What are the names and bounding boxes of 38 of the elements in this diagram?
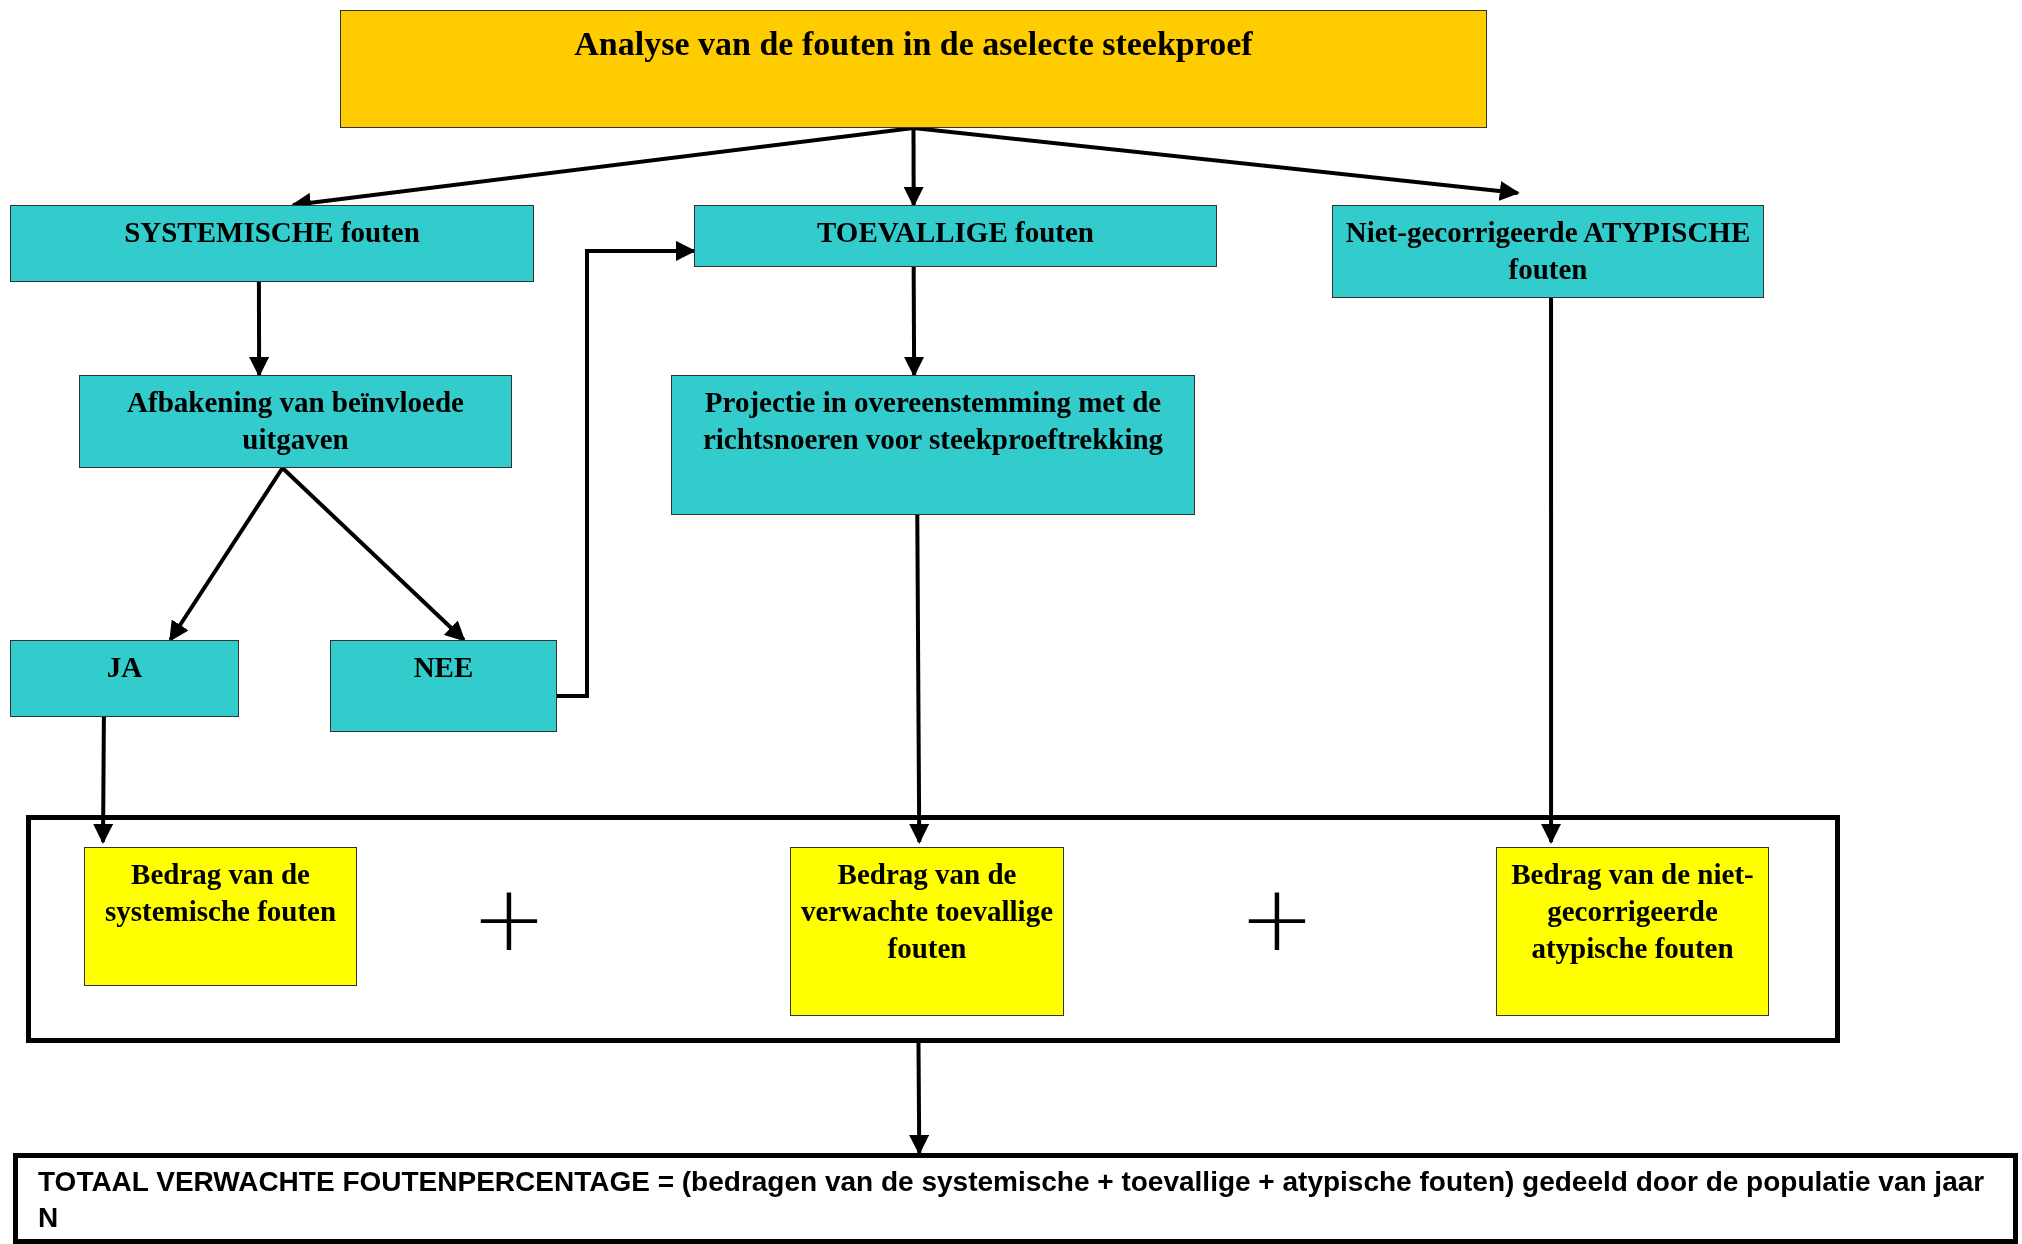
plus-sign: + [1239, 874, 1315, 964]
node-text: JA [105, 650, 144, 685]
node-text: Bedrag van de systemische fouten [103, 857, 338, 929]
group-frame [26, 815, 1840, 1043]
node-text: TOTAAL VERWACHTE FOUTENPERCENTAGE = (bedragen van de systemische + toevallige + atypische fouten) gedeeld door de populatie van jaar N [38, 1165, 1986, 1235]
node-text: Bedrag van de verwachte toevallige fouten [799, 857, 1054, 966]
amount-box [1496, 847, 1769, 1016]
arrow [909, 1043, 930, 1155]
amount-box [84, 847, 357, 986]
arrow [281, 466, 466, 642]
arrow [903, 128, 924, 207]
node-text: Bedrag van de niet-gecorrigeerde atypische fouten [1510, 857, 1755, 966]
arrow [904, 267, 925, 377]
process-box [10, 205, 534, 282]
node-text: SYSTEMISCHE fouten [123, 215, 421, 250]
node-text: NEE [412, 650, 475, 685]
node-text: Analyse van de fouten in de aselecte steekproef [573, 25, 1254, 62]
plus-sign: + [471, 874, 547, 964]
node-text: TOEVALLIGE fouten [816, 215, 1095, 250]
process-box [671, 375, 1195, 515]
process-box [10, 640, 239, 717]
amount-box [790, 847, 1064, 1016]
arrow [249, 282, 270, 377]
arrow [1541, 298, 1562, 844]
arrow [913, 126, 1520, 201]
arrow [909, 515, 930, 844]
node-text: Projectie in overeenstemming met de richtsnoeren voor steekproeftrekking [701, 385, 1165, 457]
arrow [168, 466, 285, 642]
node-text: Niet-gecorrigeerde ATYPISCHE fouten [1344, 215, 1752, 287]
node-text: Afbakening van beïnvloede uitgaven [126, 385, 465, 457]
arrow [93, 717, 114, 844]
title-box [340, 10, 1487, 128]
process-box [1332, 205, 1764, 298]
formula-box [13, 1153, 2018, 1244]
process-box [330, 640, 557, 732]
arrow [557, 240, 696, 699]
process-box [694, 205, 1217, 267]
process-box [79, 375, 512, 468]
